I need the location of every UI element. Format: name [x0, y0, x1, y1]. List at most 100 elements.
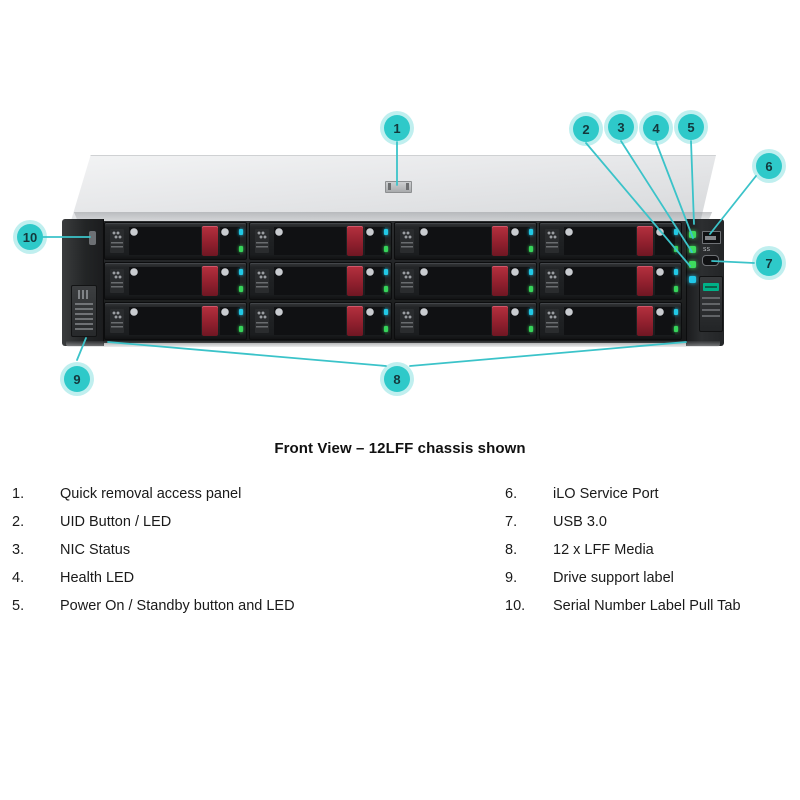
legend-label: Power On / Standby button and LED — [60, 598, 295, 614]
drive-label-icon — [255, 309, 269, 333]
drive-latch-handle[interactable] — [492, 306, 508, 336]
drive-carrier[interactable] — [249, 262, 392, 300]
drive-carrier[interactable] — [104, 262, 247, 300]
drive-carrier[interactable] — [394, 222, 537, 260]
drive-vent-honeycomb-right — [655, 227, 675, 255]
callout-1[interactable]: 1 — [384, 115, 410, 141]
callout-number: 5 — [687, 119, 695, 135]
callout-9[interactable]: 9 — [64, 366, 90, 392]
legend-item-9: 9. Drive support label — [505, 564, 800, 592]
serial-number-label-pull-tab[interactable] — [699, 276, 723, 332]
drive-carrier[interactable] — [249, 302, 392, 340]
drive-carrier[interactable] — [104, 222, 247, 260]
legend-number: 9. — [505, 570, 518, 586]
drive-latch-handle[interactable] — [347, 266, 363, 296]
drive-vent-honeycomb — [129, 267, 201, 295]
callout-3[interactable]: 3 — [608, 114, 634, 140]
drive-latch-handle[interactable] — [492, 266, 508, 296]
drive-status-led — [529, 246, 533, 252]
callout-6[interactable]: 6 — [756, 153, 782, 179]
drive-carrier[interactable] — [539, 222, 682, 260]
drive-vent-honeycomb-right — [220, 267, 240, 295]
drive-vent-honeycomb — [419, 227, 491, 255]
callout-8[interactable]: 8 — [384, 366, 410, 392]
drive-activity-led — [529, 229, 533, 235]
drive-latch-handle[interactable] — [637, 266, 653, 296]
drive-support-label[interactable] — [71, 285, 97, 337]
drive-latch-handle[interactable] — [492, 226, 508, 256]
drive-status-led — [529, 286, 533, 292]
nic-status-led — [689, 261, 696, 268]
drive-activity-led — [529, 309, 533, 315]
drive-bay-row — [104, 262, 686, 301]
legend-item-7: 7. USB 3.0 — [505, 508, 800, 536]
quick-removal-access-panel-latch[interactable] — [385, 181, 412, 193]
drive-vent-honeycomb — [274, 227, 346, 255]
callout-number: 3 — [617, 119, 625, 135]
legend-number: 10. — [505, 598, 526, 614]
drive-latch-handle[interactable] — [347, 306, 363, 336]
drive-carrier[interactable] — [394, 262, 537, 300]
legend-label: Drive support label — [553, 570, 674, 586]
usb-superspeed-icon: SS — [703, 247, 711, 253]
chassis-bottom-edge — [66, 341, 720, 347]
drive-carrier[interactable] — [249, 222, 392, 260]
drive-latch-handle[interactable] — [202, 306, 218, 336]
drive-latch-handle[interactable] — [347, 226, 363, 256]
drive-vent-honeycomb-right — [220, 227, 240, 255]
drive-carrier[interactable] — [394, 302, 537, 340]
legend-number: 3. — [12, 542, 25, 558]
legend-label: Serial Number Label Pull Tab — [553, 598, 741, 614]
legend-label: iLO Service Port — [553, 486, 659, 502]
drive-vent-honeycomb-right — [365, 307, 385, 335]
legend-item-10: 10. Serial Number Label Pull Tab — [505, 592, 800, 620]
legend-number: 4. — [12, 570, 25, 586]
legend-item-2: 2. UID Button / LED — [12, 508, 452, 536]
drive-label-icon — [110, 309, 124, 333]
figure-caption: Front View – 12LFF chassis shown — [274, 440, 526, 457]
callout-10[interactable]: 10 — [17, 224, 43, 250]
drive-vent-honeycomb — [564, 307, 636, 335]
drive-vent-honeycomb-right — [365, 227, 385, 255]
drive-vent-honeycomb — [129, 227, 201, 255]
uid-button-led[interactable] — [689, 276, 696, 283]
drive-status-led — [674, 326, 678, 332]
callout-2[interactable]: 2 — [573, 116, 599, 142]
drive-label-icon — [545, 269, 559, 293]
drive-latch-handle[interactable] — [202, 226, 218, 256]
legend-label: UID Button / LED — [60, 514, 172, 530]
drive-vent-honeycomb — [274, 267, 346, 295]
drive-label-icon — [255, 229, 269, 253]
legend-label: Health LED — [60, 570, 135, 586]
drive-latch-handle[interactable] — [637, 306, 653, 336]
legend-label: Quick removal access panel — [60, 486, 242, 502]
drive-support-label-text-lines — [75, 303, 93, 331]
legend-item-5: 5. Power On / Standby button and LED — [12, 592, 452, 620]
callout-4[interactable]: 4 — [643, 115, 669, 141]
legend-number: 8. — [505, 542, 518, 558]
lff-media-bays — [104, 221, 686, 343]
drive-latch-handle[interactable] — [637, 226, 653, 256]
drive-vent-honeycomb-right — [510, 307, 530, 335]
drive-carrier[interactable] — [539, 262, 682, 300]
drive-latch-handle[interactable] — [202, 266, 218, 296]
callout-5[interactable]: 5 — [678, 114, 704, 140]
legend-item-4: 4. Health LED — [12, 564, 452, 592]
legend-item-3: 3. NIC Status — [12, 536, 452, 564]
serial-number-pull-tab[interactable] — [89, 231, 96, 245]
drive-activity-led — [384, 269, 388, 275]
drive-status-led — [239, 286, 243, 292]
drive-bay-row — [104, 222, 686, 261]
drive-carrier[interactable] — [539, 302, 682, 340]
drive-activity-led — [529, 269, 533, 275]
legend-item-1: 1. Quick removal access panel — [12, 480, 452, 508]
legend-number: 1. — [12, 486, 25, 502]
callout-7[interactable]: 7 — [756, 250, 782, 276]
legend-number: 2. — [12, 514, 25, 530]
drive-carrier[interactable] — [104, 302, 247, 340]
drive-vent-honeycomb — [274, 307, 346, 335]
right-rack-ear-control-panel: SS — [686, 219, 724, 346]
drive-vent-honeycomb-right — [220, 307, 240, 335]
drive-status-led — [529, 326, 533, 332]
callout-number: 7 — [765, 255, 773, 271]
